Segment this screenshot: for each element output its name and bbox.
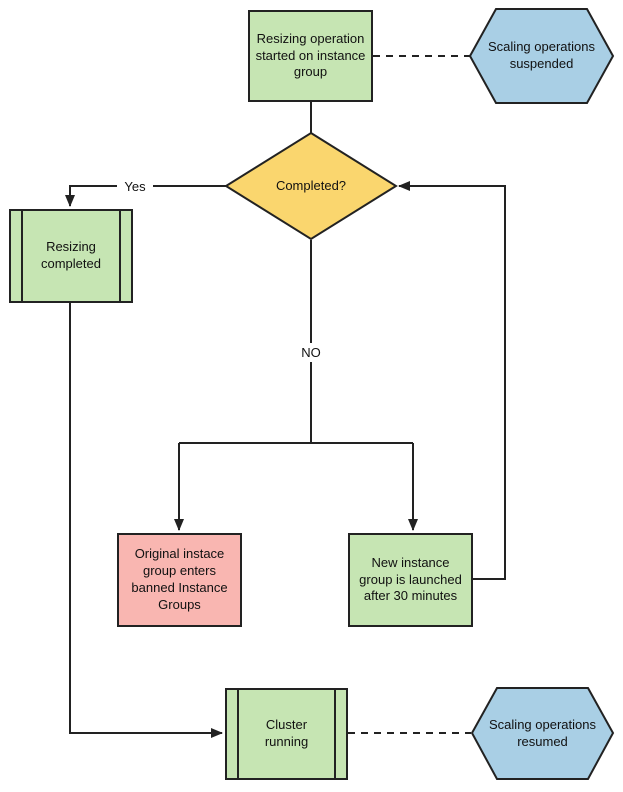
edge-label-yes: Yes	[117, 177, 153, 196]
label-resize-start: Resizing operation started on instance g…	[248, 10, 373, 102]
label-new-group: New instance group is launched after 30 …	[348, 533, 473, 627]
decision-completed-shape	[224, 131, 398, 241]
edge-new-group-to-decision	[398, 181, 506, 580]
label-resizing-completed-text: Resizing completed	[41, 239, 101, 271]
label-scaling-suspended-text: Scaling operations suspended	[488, 39, 595, 71]
edge-label-no: NO	[296, 343, 326, 362]
label-cluster-running-text: Cluster running	[264, 717, 309, 749]
label-banned-group-text: Original instace group enters banned Ins…	[131, 546, 228, 612]
node-resize-start	[248, 10, 373, 102]
hexagon-resumed-shape	[470, 687, 615, 780]
label-resize-start-text: Resizing operation started on instance g…	[255, 30, 366, 80]
edge-decision-yes	[65, 185, 226, 207]
label-scaling-resumed: Scaling operations resumed	[472, 687, 613, 780]
label-banned-group: Original instace group enters banned Ins…	[117, 533, 242, 627]
edge-resizing-completed-to-cluster	[69, 303, 223, 738]
label-new-group-text: New instance group is launched after 30 …	[359, 554, 462, 604]
label-resizing-completed: Resizing completed	[9, 209, 133, 303]
label-scaling-resumed-text: Scaling operations resumed	[489, 716, 596, 749]
label-completed-decision-text: Completed?	[275, 177, 347, 193]
node-cluster-running	[225, 688, 348, 780]
node-resizing-completed	[9, 209, 133, 303]
label-cluster-running: Cluster running	[225, 688, 348, 780]
node-new-group	[348, 533, 473, 627]
label-completed-decision: Completed?	[226, 133, 396, 239]
label-scaling-suspended: Scaling operations suspended	[470, 8, 613, 104]
node-banned-group	[117, 533, 242, 627]
hexagon-suspended-shape	[468, 8, 615, 104]
